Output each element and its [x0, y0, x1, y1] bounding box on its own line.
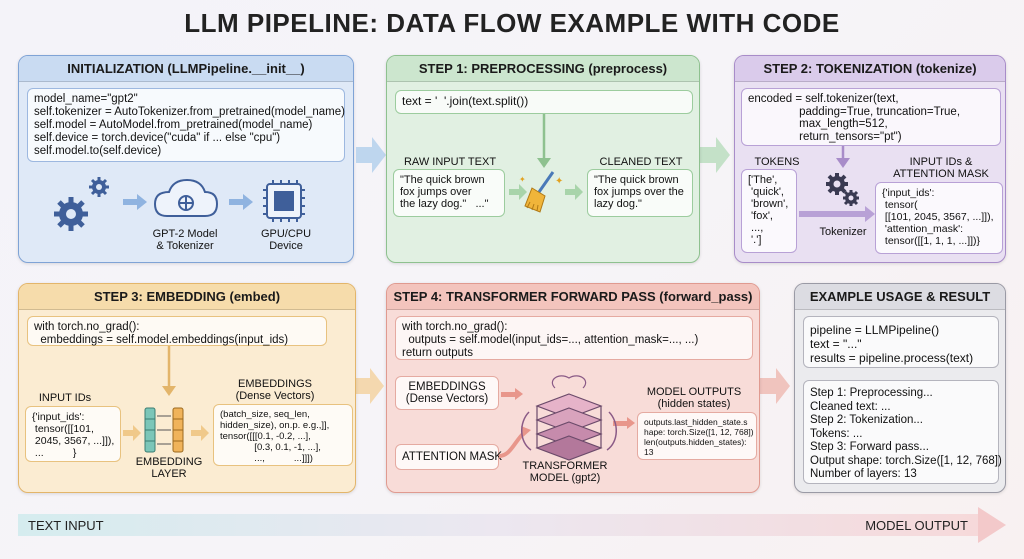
transformer-diagram — [498, 375, 635, 461]
arrow-icon — [229, 194, 253, 210]
flow-arrow-1 — [356, 137, 386, 173]
tokenize-code: encoded = self.tokenizer(text, padding=T… — [741, 88, 1001, 146]
arrow-icon — [799, 206, 875, 222]
input-ids-label: INPUT IDs — [38, 392, 92, 404]
gears-icon — [54, 177, 109, 231]
svg-text:✦: ✦ — [519, 175, 526, 184]
example-heading: EXAMPLE USAGE & RESULT — [795, 284, 1005, 310]
init-panel: INITIALIZATION (LLMPipeline.__init__) mo… — [18, 55, 354, 263]
flow-bar — [18, 514, 978, 536]
footer-model-output: MODEL OUTPUT — [865, 518, 968, 533]
cleaned-text-label: CLEANED TEXT — [599, 156, 683, 168]
flow-arrow-3 — [356, 368, 384, 404]
input-ids-tensor: {'input_ids': tensor([[101, 2045, 3567, … — [25, 406, 121, 462]
ids-tensor: {'input_ids': tensor( [[101, 2045, 3567,… — [875, 182, 1003, 254]
footer-text-input: TEXT INPUT — [28, 518, 104, 533]
raw-input-label: RAW INPUT TEXT — [403, 156, 497, 168]
embedding-code: with torch.no_grad(): embeddings = self.… — [27, 316, 327, 346]
attention-mask-box: ATTENTION MASK — [395, 444, 502, 470]
init-code: model_name="gpt2" self.tokenizer = AutoT… — [27, 88, 345, 162]
tokens-list: ['The', 'quick', 'brown', 'fox', ..., '.… — [741, 169, 797, 253]
embedding-panel: STEP 3: EMBEDDING (embed) with torch.no_… — [18, 283, 356, 493]
transformer-heading: STEP 4: TRANSFORMER FORWARD PASS (forwar… — [387, 284, 759, 310]
embedding-diagram — [123, 346, 209, 453]
flow-arrow-2 — [700, 137, 730, 173]
arrow-icon — [509, 184, 583, 200]
page-title: LLM PIPELINE: DATA FLOW EXAMPLE WITH COD… — [184, 8, 840, 38]
transformer-panel: STEP 4: TRANSFORMER FORWARD PASS (forwar… — [386, 283, 760, 493]
model-outputs-label: MODEL OUTPUTS (hidden states) — [646, 386, 742, 410]
tokenizer-label: Tokenizer — [819, 226, 867, 238]
cleaned-text: "The quick brown fox jumps over the lazy… — [587, 169, 693, 217]
model-outputs-box: outputs.last_hidden_state.s hape: torch.… — [637, 412, 757, 460]
broom-icon: ✦ ✦ — [519, 171, 563, 213]
embedding-layer-icon — [144, 407, 184, 453]
svg-text:✦: ✦ — [555, 176, 563, 187]
example-panel: EXAMPLE USAGE & RESULT pipeline = LLMPip… — [794, 283, 1006, 493]
footer-arrow-head — [978, 507, 1006, 543]
init-diagram — [54, 177, 305, 231]
chip-icon — [263, 180, 305, 222]
embedding-heading: STEP 3: EMBEDDING (embed) — [19, 284, 355, 310]
arrow-icon — [123, 194, 147, 210]
embeddings-tensor: (batch_size, seq_len, hidden_size), on.p… — [213, 404, 353, 466]
model-tokenizer-label: GPT-2 Model & Tokenizer — [152, 228, 218, 252]
gears-icon — [826, 173, 859, 206]
embeddings-label: EMBEDDINGS (Dense Vectors) — [235, 378, 315, 402]
example-result: Step 1: Preprocessing... Cleaned text: .… — [803, 380, 1002, 484]
preprocess-heading: STEP 1: PREPROCESSING (preprocess) — [387, 56, 699, 82]
embeddings-input-box: EMBEDDINGS (Dense Vectors) — [395, 376, 499, 410]
preprocess-code: text = ' '.join(text.split()) — [395, 90, 693, 114]
init-heading: INITIALIZATION (LLMPipeline.__init__) — [19, 56, 353, 82]
cloud-model-icon — [153, 178, 219, 217]
tokenize-heading: STEP 2: TOKENIZATION (tokenize) — [735, 56, 1005, 82]
device-label: GPU/CPU Device — [260, 228, 312, 252]
raw-input-text: "The quick brown fox jumps over the lazy… — [393, 169, 505, 217]
transformer-code: with torch.no_grad(): outputs = self.mod… — [395, 316, 753, 360]
preprocess-panel: STEP 1: PREPROCESSING (preprocess) text … — [386, 55, 700, 263]
preprocess-diagram: ✦ ✦ — [509, 114, 583, 213]
transformer-model-label: TRANSFORMER MODEL (gpt2) — [522, 460, 608, 484]
flow-arrow-4 — [760, 368, 790, 404]
example-code: pipeline = LLMPipeline() text = "..." re… — [803, 316, 999, 368]
tokenize-diagram — [799, 146, 875, 222]
tokenize-panel: STEP 2: TOKENIZATION (tokenize) encoded … — [734, 55, 1006, 263]
ids-label: INPUT IDs & ATTENTION MASK — [893, 156, 989, 180]
tokens-label: TOKENS — [754, 156, 800, 168]
transformer-model-icon — [521, 375, 617, 461]
arrow-icon — [123, 425, 209, 441]
embedding-layer-label: EMBEDDING LAYER — [135, 456, 203, 480]
